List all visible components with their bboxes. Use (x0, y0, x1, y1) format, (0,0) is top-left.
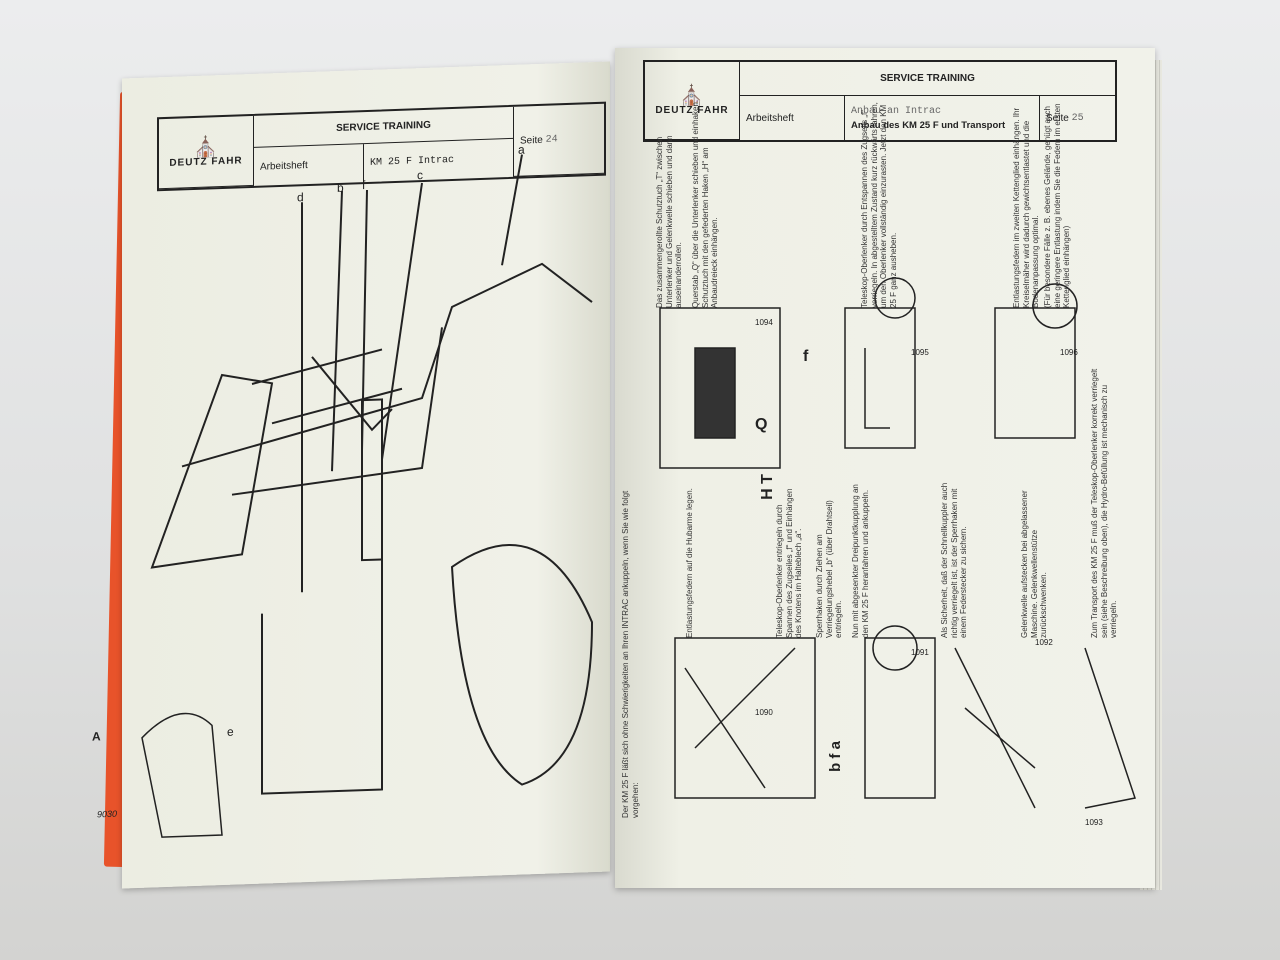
logo-tower-icon: ⛪ (679, 84, 705, 107)
logo-text: DEUTZ FAHR (655, 104, 729, 116)
figure-label-d: d (297, 190, 304, 205)
workbook-label: Arbeitsheft (740, 96, 845, 140)
text-step-7: Querstab „Q“ über die Unterlenker schieb… (691, 99, 719, 308)
figure-number: 9030 (97, 808, 118, 820)
figure-label-A: A (92, 729, 101, 744)
figure-label-a: a (518, 142, 525, 157)
right-page-header: ⛪ DEUTZ FAHR SERVICE TRAINING Arbeitshef… (643, 60, 1117, 142)
text-step-6: Das zusammengerollte Schutztuch „T“ zwis… (655, 135, 683, 308)
figure-label-b: b (337, 180, 344, 196)
tractor-coupling-diagram (141, 154, 594, 838)
deutz-fahr-logo: ⛪ DEUTZ FAHR (645, 62, 740, 140)
text-step-4: Als Sicherheit, daß der Schnellkuppler a… (940, 482, 968, 638)
figure-number-1092: 1092 (1035, 638, 1053, 647)
page-label: Seite (1046, 112, 1069, 124)
page-number-cell: Seite 25 (1040, 96, 1115, 140)
figure-label-bfa: b f a (826, 741, 844, 772)
text-step-0: Entlastungsfedern auf die Hubarme legen. (685, 488, 694, 638)
text-step-5: Gelenkwelle aufstecken bei abgelassener … (1020, 490, 1048, 638)
figure-number-1090: 1090 (755, 708, 773, 717)
figure-number-1091: 1091 (911, 648, 929, 657)
figure-label-f: f (362, 178, 366, 193)
intro-text: Der KM 25 F läßt sich ohne Schwierigkeit… (621, 490, 640, 818)
text-step-2: Sperrhaken durch Ziehen am Verriegelungs… (815, 500, 843, 638)
text-step-10: (Für besondere Fälle z. B. ebenes Geländ… (1043, 103, 1071, 308)
section-title: Anbau des KM 25 F und Transport (851, 119, 1006, 131)
figure-number-1095: 1095 (911, 348, 929, 357)
coupling-step-diagrams (659, 277, 1136, 809)
figure-label-q: Q (755, 416, 768, 433)
text-step-9: Entlastungsfedern im zweiten Kettenglied… (1012, 107, 1040, 308)
page-number: 25 (1071, 112, 1084, 124)
figure-number-1096: 1096 (1060, 348, 1078, 357)
left-page: ⛪ DEUTZ FAHR SERVICE TRAINING Seite 24 A… (92, 61, 610, 889)
text-step-11: Zum Transport des KM 25 F muß der Telesk… (1090, 368, 1118, 638)
text-step-3: Nun mit abgesenkter Dreipunktkupplung an… (851, 484, 870, 638)
text-step-8: Teleskop-Oberlenker durch Entspannen des… (860, 102, 898, 308)
figure-label-e: e (227, 724, 234, 739)
figure-number-1094: 1094 (755, 318, 773, 327)
right-page: ⛪ DEUTZ FAHR SERVICE TRAINING Arbeitshef… (615, 48, 1155, 888)
page-title: SERVICE TRAINING (740, 62, 1115, 96)
subject: Anbau an Intrac (851, 105, 942, 117)
figure-label-f: f (803, 348, 809, 365)
text-step-1: Teleskop-Oberlenker entriegeln durch Spa… (775, 488, 803, 638)
figure-label-ht: H T (758, 474, 776, 500)
figure-label-c: c (417, 168, 423, 183)
subject-cell: Anbau an Intrac Anbau des KM 25 F und Tr… (845, 96, 1040, 140)
figure-number-1093: 1093 (1085, 818, 1103, 827)
